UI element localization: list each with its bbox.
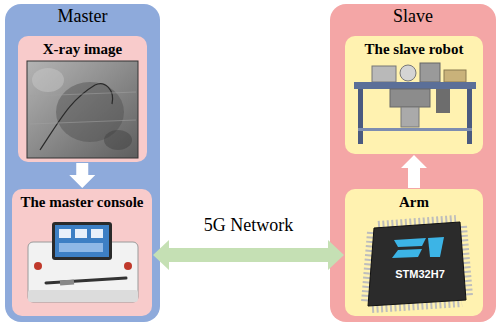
console-picture: [55, 225, 109, 257]
chip-picture: [365, 219, 469, 309]
console-picture: [46, 278, 126, 283]
chip-picture: [428, 237, 444, 257]
box-title: The master console: [20, 193, 143, 211]
console-picture: [59, 243, 103, 252]
robot-picture: [467, 89, 472, 144]
console-picture: [28, 242, 138, 302]
robot-picture: [444, 70, 466, 82]
console-picture: [60, 282, 74, 283]
robot-picture: [354, 82, 476, 89]
console-picture: [59, 229, 71, 238]
network-arrow: [153, 240, 344, 270]
edge-label-holder: 5G Network: [201, 215, 296, 237]
chip-picture: [394, 238, 426, 247]
chip-marking: STM32H7: [395, 268, 445, 281]
robot-picture: [372, 66, 396, 82]
console-picture: [52, 222, 112, 260]
console-picture: [28, 222, 138, 302]
xray-picture: [30, 92, 136, 96]
flow-arrow: [401, 155, 427, 188]
box-title: Master: [58, 6, 108, 28]
robot-picture: [400, 65, 416, 81]
robot-picture: [420, 63, 440, 82]
box-title: X-ray image: [43, 40, 123, 58]
chip-picture: [392, 249, 422, 258]
label-holder: STM32H7: [372, 268, 468, 281]
xray-picture: [27, 61, 138, 158]
xray-picture: [104, 130, 132, 150]
robot-picture: [354, 63, 476, 144]
console-picture: [124, 262, 132, 270]
xray-picture: [30, 120, 136, 124]
box-title: Arm: [399, 193, 429, 211]
box-title: The slave robot: [365, 40, 464, 58]
console-picture: [91, 229, 103, 238]
robot-picture: [436, 89, 450, 113]
console-picture: [75, 229, 87, 238]
network-label: 5G Network: [201, 215, 296, 237]
robot-picture: [390, 89, 430, 107]
flow-arrow: [69, 163, 95, 188]
xray-picture: [27, 61, 138, 158]
robot-picture: [358, 128, 472, 131]
xray-picture: [32, 68, 64, 92]
console-picture: [28, 290, 138, 302]
chip-picture: [368, 222, 466, 306]
robot-picture: [358, 89, 363, 144]
console-picture: [34, 262, 42, 270]
robot-picture: [401, 107, 419, 127]
box-title: Slave: [393, 6, 433, 28]
